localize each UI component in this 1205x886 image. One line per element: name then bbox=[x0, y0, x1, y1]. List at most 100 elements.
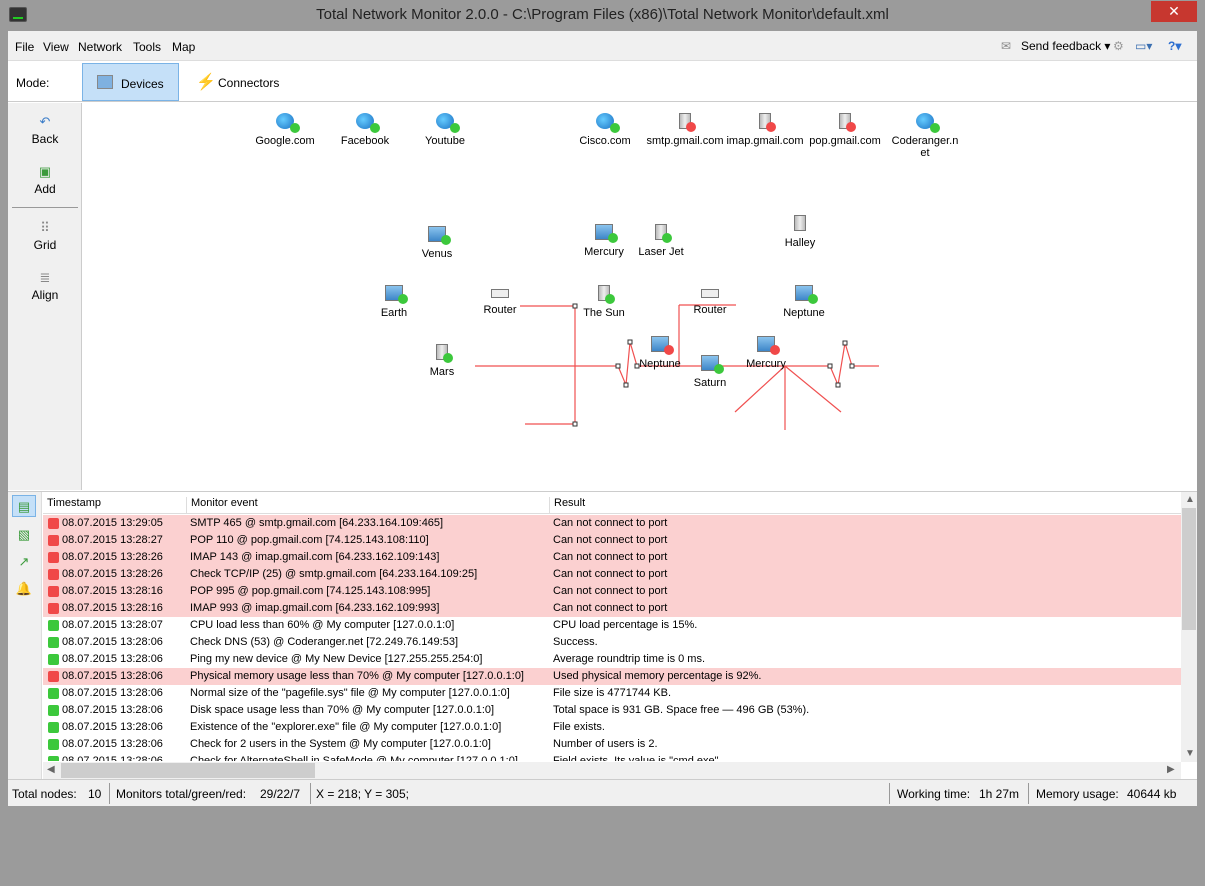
log-row[interactable]: 08.07.2015 13:28:26 Check TCP/IP (25) @ … bbox=[43, 566, 1181, 583]
log-timestamp: 08.07.2015 13:28:06 bbox=[62, 687, 163, 699]
map-node-coderanger-net[interactable]: Coderanger.net bbox=[880, 113, 970, 159]
log-row[interactable]: 08.07.2015 13:28:06 Check DNS (53) @ Cod… bbox=[43, 634, 1181, 651]
map-node-saturn[interactable]: Saturn bbox=[665, 355, 755, 389]
menu-network[interactable]: Network bbox=[78, 40, 123, 54]
map-node-laser-jet[interactable]: Laser Jet bbox=[616, 224, 706, 258]
map-node-the-sun[interactable]: The Sun bbox=[559, 285, 649, 319]
map-node-mercury[interactable]: Mercury bbox=[559, 224, 649, 258]
log-row[interactable]: 08.07.2015 13:28:06 Normal size of the "… bbox=[43, 685, 1181, 702]
vertical-scrollbar[interactable]: ▲▼ bbox=[1181, 492, 1197, 762]
log-event: Check for 2 users in the System @ My com… bbox=[190, 738, 491, 750]
map-node-pop-gmail-com[interactable]: pop.gmail.com bbox=[800, 113, 890, 147]
log-row[interactable]: 08.07.2015 13:28:26 IMAP 143 @ imap.gmai… bbox=[43, 549, 1181, 566]
menu-bar: File View Network Tools Map ✉ Send feedb… bbox=[8, 31, 1197, 61]
map-node-cisco-com[interactable]: Cisco.com bbox=[560, 113, 650, 147]
node-label: Earth bbox=[380, 307, 408, 319]
col-event[interactable]: Monitor event bbox=[186, 497, 258, 514]
devices-icon bbox=[97, 75, 113, 89]
map-node-router[interactable]: Router bbox=[665, 285, 755, 316]
log-row[interactable]: 08.07.2015 13:28:06 Check for 2 users in… bbox=[43, 736, 1181, 753]
log-row[interactable]: 08.07.2015 13:28:06 Check for AlternateS… bbox=[43, 753, 1181, 761]
log-event: POP 110 @ pop.gmail.com [74.125.143.108:… bbox=[190, 534, 429, 546]
status-ok-icon bbox=[370, 123, 380, 133]
log-timestamp: 08.07.2015 13:28:06 bbox=[62, 670, 163, 682]
grid-button[interactable]: ⠿Grid bbox=[8, 221, 82, 253]
log-result: Can not connect to port bbox=[553, 517, 668, 529]
add-button[interactable]: ▣Add bbox=[8, 165, 82, 197]
map-node-neptune[interactable]: Neptune bbox=[615, 336, 705, 370]
layout-button[interactable]: ▭▾ bbox=[1135, 39, 1153, 53]
map-node-venus[interactable]: Venus bbox=[392, 226, 482, 260]
globe-icon bbox=[916, 113, 940, 133]
menu-file[interactable]: File bbox=[15, 40, 35, 54]
log-row[interactable]: 08.07.2015 13:29:05 SMTP 465 @ smtp.gmai… bbox=[43, 515, 1181, 532]
server-icon bbox=[839, 113, 856, 132]
title-bar: Total Network Monitor 2.0.0 - C:\Program… bbox=[0, 0, 1205, 31]
menu-view[interactable]: View bbox=[43, 40, 69, 54]
log-timestamp: 08.07.2015 13:28:07 bbox=[62, 619, 163, 631]
map-node-google-com[interactable]: Google.com bbox=[240, 113, 330, 147]
working-time-value: 1h 27m bbox=[979, 787, 1020, 801]
node-label: Coderanger.net bbox=[891, 135, 959, 159]
log-row[interactable]: 08.07.2015 13:28:06 Physical memory usag… bbox=[43, 668, 1181, 685]
mode-label: Mode: bbox=[16, 76, 50, 90]
alerts-bell-icon[interactable]: 🔔 bbox=[15, 581, 33, 596]
map-node-mercury[interactable]: Mercury bbox=[721, 336, 811, 370]
status-error-icon bbox=[48, 586, 59, 597]
node-label: Laser Jet bbox=[638, 246, 684, 258]
map-node-youtube[interactable]: Youtube bbox=[400, 113, 490, 147]
log-row[interactable]: 08.07.2015 13:28:06 Ping my new device @… bbox=[43, 651, 1181, 668]
node-label: Halley bbox=[784, 237, 816, 249]
log-row[interactable]: 08.07.2015 13:28:06 Existence of the "ex… bbox=[43, 719, 1181, 736]
close-button[interactable]: ✕ bbox=[1151, 1, 1197, 22]
monitors-button[interactable]: ▧ bbox=[17, 527, 31, 542]
tool-sidebar: ↶Back ▣Add ⠿Grid ≣Align bbox=[8, 103, 82, 490]
log-event: IMAP 993 @ imap.gmail.com [64.233.162.10… bbox=[190, 602, 440, 614]
server-icon bbox=[679, 113, 696, 132]
map-node-facebook[interactable]: Facebook bbox=[320, 113, 410, 147]
status-error-icon bbox=[846, 122, 856, 132]
help-button[interactable]: ?▾ bbox=[1168, 39, 1182, 53]
map-node-imap-gmail-com[interactable]: imap.gmail.com bbox=[720, 113, 810, 147]
gear-icon[interactable]: ⚙ bbox=[1113, 39, 1124, 53]
map-node-halley[interactable]: Halley bbox=[755, 215, 845, 249]
back-button[interactable]: ↶Back bbox=[8, 115, 82, 147]
router-icon bbox=[491, 289, 509, 298]
menu-tools[interactable]: Tools bbox=[133, 40, 162, 54]
log-row[interactable]: 08.07.2015 13:28:16 POP 995 @ pop.gmail.… bbox=[43, 583, 1181, 600]
status-ok-icon bbox=[714, 364, 724, 374]
align-button[interactable]: ≣Align bbox=[8, 271, 82, 303]
computer-icon bbox=[701, 355, 724, 374]
col-timestamp[interactable]: Timestamp bbox=[47, 497, 101, 509]
map-node-mars[interactable]: Mars bbox=[397, 344, 487, 378]
log-timestamp: 08.07.2015 13:29:05 bbox=[62, 517, 163, 529]
divider bbox=[12, 207, 78, 208]
log-row[interactable]: 08.07.2015 13:28:06 Disk space usage les… bbox=[43, 702, 1181, 719]
horizontal-scrollbar[interactable]: ◀▶ bbox=[43, 762, 1181, 779]
link-router-mercury2 bbox=[784, 365, 842, 413]
chart-button[interactable]: ↗ bbox=[18, 554, 30, 569]
log-result: Total space is 931 GB. Space free — 496 … bbox=[553, 704, 810, 716]
map-node-smtp-gmail-com[interactable]: smtp.gmail.com bbox=[640, 113, 730, 147]
plug-icon: ⚡ bbox=[196, 74, 216, 91]
mode-connectors-button[interactable]: ⚡ Connectors bbox=[180, 63, 290, 101]
menu-map[interactable]: Map bbox=[172, 40, 196, 54]
col-result[interactable]: Result bbox=[549, 497, 585, 514]
log-view-button[interactable]: ▤ bbox=[12, 495, 36, 517]
log-row[interactable]: 08.07.2015 13:28:07 CPU load less than 6… bbox=[43, 617, 1181, 634]
node-label: Mercury bbox=[746, 358, 786, 370]
map-node-router[interactable]: Router bbox=[455, 285, 545, 316]
log-timestamp: 08.07.2015 13:28:16 bbox=[62, 585, 163, 597]
log-event: Ping my new device @ My New Device [127.… bbox=[190, 653, 483, 665]
map-node-neptune[interactable]: Neptune bbox=[759, 285, 849, 319]
log-row[interactable]: 08.07.2015 13:28:16 IMAP 993 @ imap.gmai… bbox=[43, 600, 1181, 617]
monitors-value: 29/22/7 bbox=[260, 787, 301, 801]
log-row[interactable]: 08.07.2015 13:28:27 POP 110 @ pop.gmail.… bbox=[43, 532, 1181, 549]
mode-bar: Mode: Devices ⚡ Connectors bbox=[8, 62, 1197, 102]
map-node-earth[interactable]: Earth bbox=[349, 285, 439, 319]
log-timestamp: 08.07.2015 13:28:06 bbox=[62, 755, 163, 761]
mode-devices-button[interactable]: Devices bbox=[82, 63, 179, 101]
log-event: CPU load less than 60% @ My computer [12… bbox=[190, 619, 455, 631]
send-feedback-button[interactable]: Send feedback ▾ bbox=[1021, 39, 1111, 53]
